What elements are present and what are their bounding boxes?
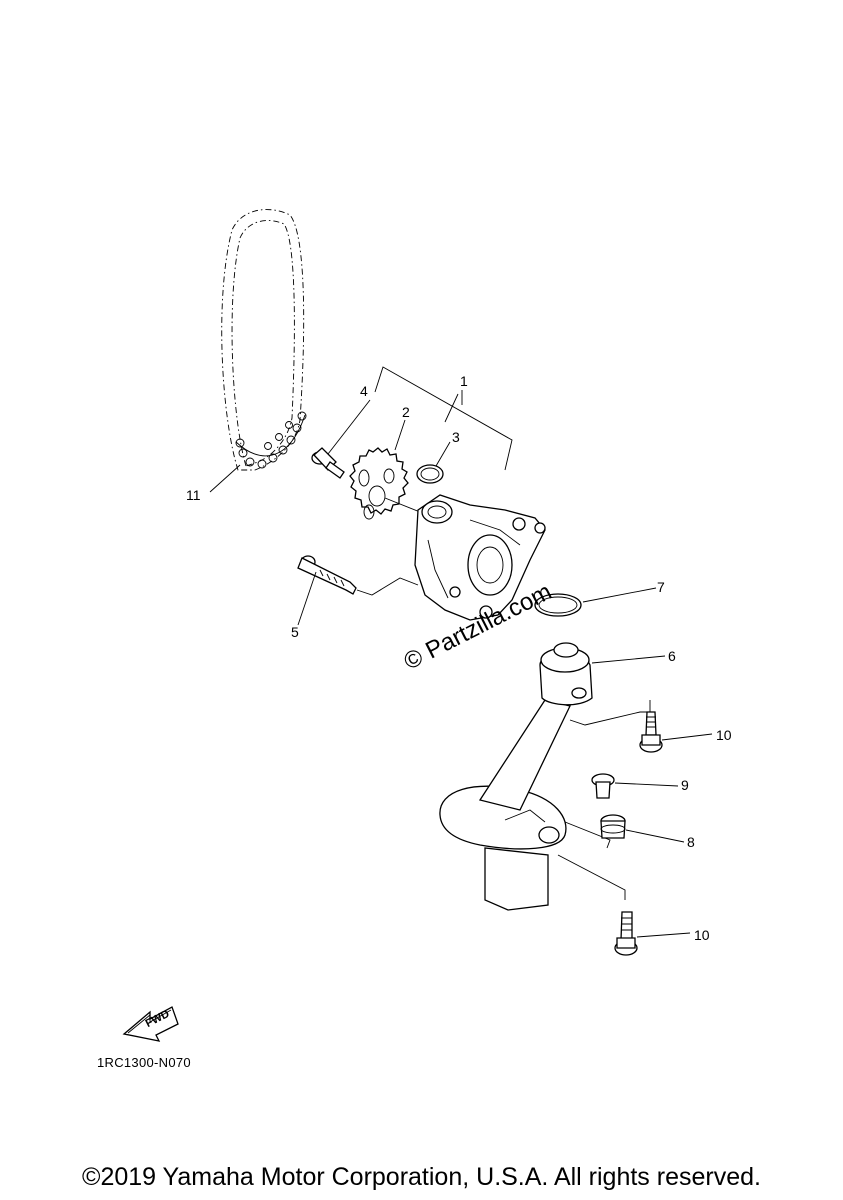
assembly-bracket [374, 366, 513, 471]
copyright-notice: ©2019 Yamaha Motor Corporation, U.S.A. A… [82, 1163, 761, 1191]
oil-strainer-pipe [439, 642, 651, 911]
oil-pump-assembly [414, 494, 546, 621]
callout-1: 1 [460, 373, 468, 389]
callout-2: 2 [402, 404, 410, 420]
callout-5: 5 [291, 624, 299, 640]
callout-10-lower: 10 [694, 927, 710, 943]
drawing-code: 1RC1300-N070 [97, 1055, 191, 1070]
cam-chain [221, 209, 307, 471]
callout-6: 6 [668, 648, 676, 664]
leader-lines [209, 393, 713, 938]
oil-pump-sprocket [349, 447, 441, 521]
callout-9: 9 [681, 777, 689, 793]
callout-10-upper: 10 [716, 727, 732, 743]
fwd-arrow-icon [122, 1006, 179, 1042]
flange-bolt-10-lower [614, 911, 638, 956]
callout-11: 11 [186, 487, 201, 503]
flange-bolt-4 [311, 447, 345, 479]
callout-7: 7 [657, 579, 665, 595]
callout-4: 4 [360, 383, 368, 399]
damper-8 [600, 814, 626, 839]
o-ring-7 [534, 593, 582, 617]
flange-bolt-10-upper [639, 711, 663, 753]
o-ring-3 [416, 464, 444, 484]
callout-3: 3 [452, 429, 460, 445]
long-bolt-5 [297, 555, 419, 596]
collar-9 [591, 773, 615, 799]
callout-8: 8 [687, 834, 695, 850]
